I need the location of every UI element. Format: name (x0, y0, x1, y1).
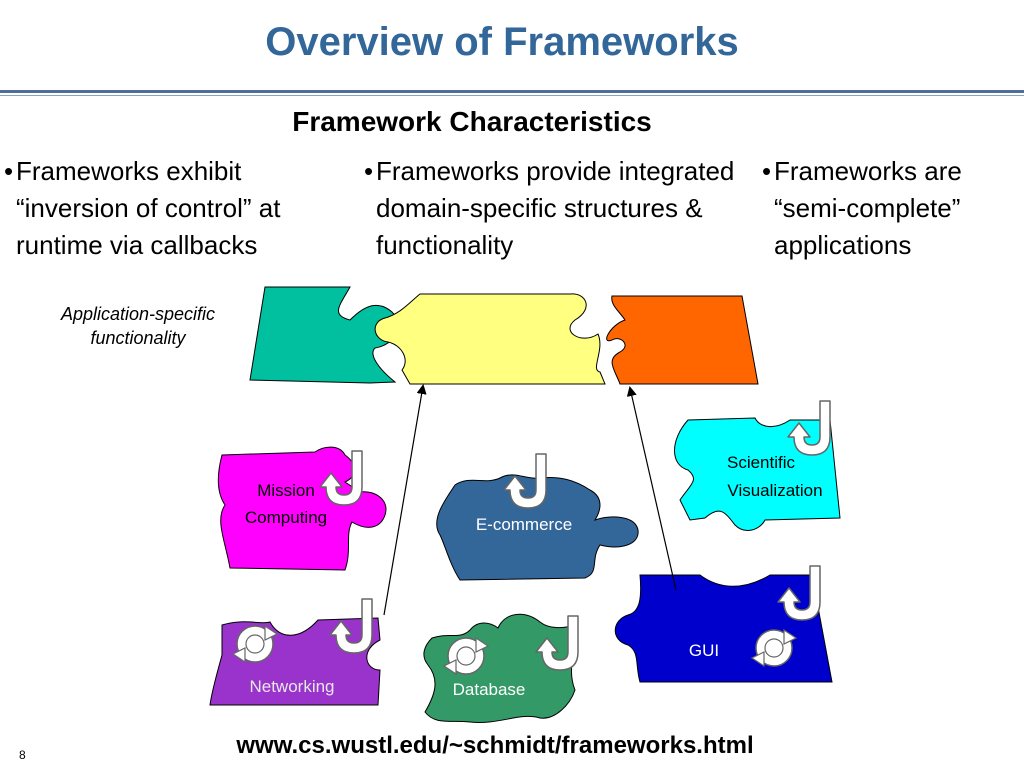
slide-title: Overview of Frameworks (265, 20, 739, 64)
label-networking: Networking (249, 677, 334, 696)
bullet-text: Frameworks provide integrated domain-spe… (376, 156, 735, 260)
bullet-glyph: • (364, 156, 374, 186)
bullet-text: Frameworks exhibit “inversion of control… (16, 156, 281, 260)
label-scientific-line2: Visualization (727, 481, 822, 500)
label-mission-line2: Computing (245, 508, 327, 527)
arrow-networking-to-app (383, 384, 427, 616)
puzzle-piece-ecommerce (436, 474, 639, 581)
title-divider (0, 90, 1024, 93)
bullet-domain-specific: • Frameworks provide integrated domain-s… (364, 153, 754, 264)
section-subtitle: Framework Characteristics (292, 106, 652, 137)
label-ecommerce: E-commerce (476, 515, 572, 534)
bullet-glyph: • (762, 156, 772, 186)
bullet-text: Frameworks are “semi-complete” applicati… (774, 156, 962, 260)
puzzle-piece-gui (614, 574, 833, 683)
label-database: Database (453, 680, 526, 699)
reference-url: www.cs.wustl.edu/~schmidt/frameworks.htm… (236, 732, 754, 759)
puzzle-piece-application-teal (249, 286, 399, 384)
label-gui: GUI (689, 641, 719, 660)
puzzle-piece-application-orange (606, 295, 759, 385)
bullet-semi-complete: • Frameworks are “semi-complete” applica… (762, 153, 1024, 264)
puzzle-piece-mission-computing (217, 446, 387, 571)
bullet-glyph: • (4, 156, 14, 186)
arrow-gui-to-app (626, 386, 677, 591)
page-number: 8 (19, 748, 26, 762)
application-specific-label: Application-specific functionality (60, 304, 216, 348)
label-mission-line1: Mission (257, 481, 315, 500)
title-divider-thin (0, 95, 1024, 96)
bullet-inversion-of-control: • Frameworks exhibit “inversion of contr… (4, 153, 354, 264)
puzzle-piece-application-yellow (374, 293, 606, 385)
label-scientific-line1: Scientific (727, 453, 796, 472)
puzzle-piece-scientific-visualization (674, 417, 841, 531)
